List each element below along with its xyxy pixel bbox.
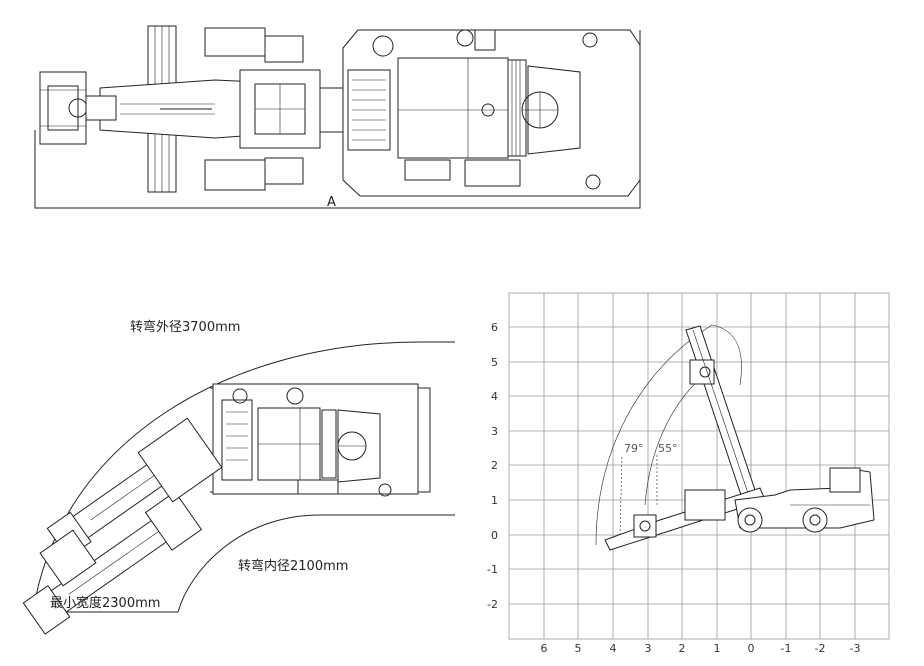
outer-radius-label: 转弯外径3700mm (130, 319, 240, 335)
x-tick-label: 2 (679, 642, 686, 655)
angle-label-79: 79° (624, 442, 644, 455)
x-tick-label: -3 (850, 642, 861, 655)
y-axis-ticks: 6 5 4 3 2 1 0 -1 -2 (487, 321, 498, 611)
min-width-label: 最小宽度2300mm (50, 595, 160, 611)
turning-plan-view (22, 341, 455, 635)
x-tick-label: -1 (781, 642, 792, 655)
angle-label-55: 55° (658, 442, 678, 455)
top-plan-view (34, 25, 641, 209)
grid-lines (509, 293, 889, 639)
y-tick-label: -2 (487, 598, 498, 611)
inner-radius-label: 转弯内径2100mm (238, 558, 348, 574)
y-tick-label: 1 (491, 494, 498, 507)
x-tick-label: -2 (815, 642, 826, 655)
x-axis-ticks: 6 5 4 3 2 1 0 -1 -2 -3 (541, 642, 861, 655)
y-tick-label: 2 (491, 459, 498, 472)
x-tick-label: 0 (748, 642, 755, 655)
section-label: A (327, 195, 336, 210)
x-tick-label: 4 (610, 642, 617, 655)
x-tick-label: 5 (575, 642, 582, 655)
y-tick-label: 6 (491, 321, 498, 334)
y-tick-label: 3 (491, 425, 498, 438)
x-tick-label: 3 (645, 642, 652, 655)
x-tick-label: 1 (714, 642, 721, 655)
y-tick-label: 5 (491, 356, 498, 369)
y-tick-label: -1 (487, 563, 498, 576)
side-elevation-view: 6 5 4 3 2 1 0 -1 -2 -3 6 5 4 3 2 1 0 -1 -2 (487, 292, 890, 655)
y-tick-label: 0 (491, 529, 498, 542)
grid-frame (508, 292, 890, 640)
x-tick-label: 6 (541, 642, 548, 655)
y-tick-label: 4 (491, 390, 498, 403)
